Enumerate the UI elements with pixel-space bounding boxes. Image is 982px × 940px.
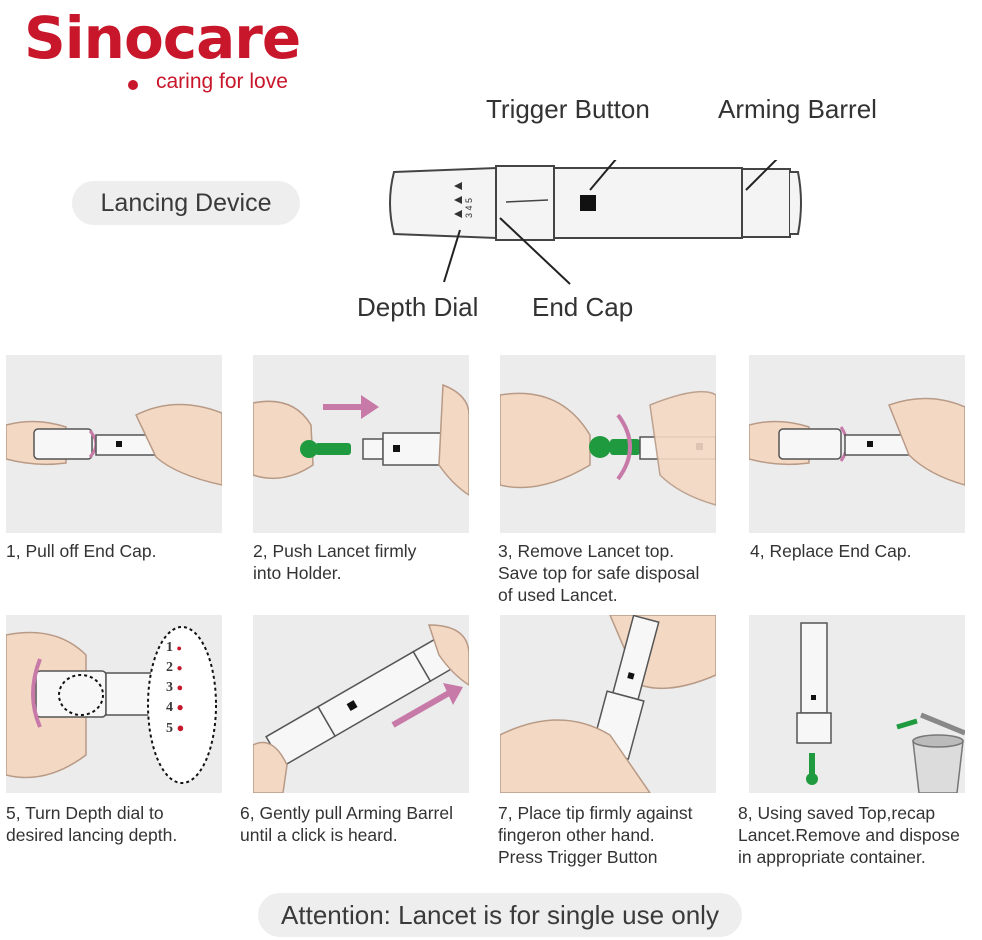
trigger-button-callout: Trigger Button (486, 94, 650, 124)
depth-levels-callout (147, 626, 217, 784)
step-7-caption: 7, Place tip firmly against fingeron oth… (498, 803, 693, 867)
depth-level: 2 ● (166, 660, 183, 675)
device-body-shape (317, 650, 432, 738)
device-barrel-tip (790, 171, 802, 235)
lancet-top-icon (589, 436, 611, 458)
left-hand (500, 392, 591, 489)
pull-arrow-icon (443, 683, 463, 705)
end-cap-callout: End Cap (532, 292, 634, 322)
right-hand (649, 390, 716, 506)
arming-barrel-callout: Arming Barrel (718, 94, 877, 124)
depth-levels-list: 1 ● 2 ● 3 ● 4 ● 5 ● (166, 640, 206, 740)
end-cap-shape (778, 428, 842, 460)
trash-bin-icon (912, 740, 964, 793)
depth-dial-marks (454, 182, 462, 218)
finger-hand (500, 719, 651, 793)
step-8-image (749, 615, 965, 793)
lancing-device-label: Lancing Device (72, 181, 300, 225)
depth-level: 3 ● (166, 680, 184, 695)
depth-level: 1 ● (166, 640, 182, 655)
step-3-image (500, 355, 716, 533)
right-hand (135, 403, 222, 486)
step-3-caption: 3, Remove Lancet top. Save top for safe … (498, 541, 700, 605)
trigger-button-icon (580, 195, 596, 211)
step-1-image (6, 355, 222, 533)
step-2-caption: 2, Push Lancet firmly into Holder. (253, 541, 417, 583)
left-hand (253, 741, 288, 793)
depth-dial-callout: Depth Dial (357, 292, 479, 322)
twist-arrow-icon (616, 413, 632, 481)
right-hand (888, 397, 965, 486)
lancet-icon (809, 753, 815, 777)
lancing-device-diagram: 3 4 5 (389, 160, 802, 285)
depth-level: 5 ● (166, 720, 185, 736)
push-arrow-icon (361, 395, 379, 419)
step-7-image (500, 615, 716, 793)
end-cap-shape (33, 428, 93, 460)
attention-banner: Attention: Lancet is for single use only (258, 893, 742, 937)
turn-arrow-icon (31, 658, 42, 728)
brand-name: Sinocare (24, 4, 301, 72)
dial-numbers: 3 4 5 (464, 198, 474, 218)
dial-shape (35, 670, 107, 718)
depth-level: 4 ● (166, 700, 184, 715)
brand-logo: Sinocare caring for love (24, 4, 334, 104)
step-5-caption: 5, Turn Depth dial to desired lancing de… (6, 803, 178, 845)
lancet-icon (610, 439, 640, 455)
device-end-cap-body (389, 166, 497, 240)
lancet-icon (315, 443, 351, 455)
step-1-caption: 1, Pull off End Cap. (6, 541, 157, 561)
step-4-image (749, 355, 965, 533)
right-hand (427, 624, 469, 686)
step-5-image: 1 ● 2 ● 3 ● 4 ● 5 ● (6, 615, 222, 793)
step-4-caption: 4, Replace End Cap. (750, 541, 912, 561)
right-hand (438, 383, 469, 496)
device-arming-barrel (741, 168, 791, 238)
step-6-caption: 6, Gently pull Arming Barrel until a cli… (240, 803, 454, 845)
left-hand (253, 400, 314, 480)
used-lancet-icon (896, 718, 918, 730)
trash-bin-lid (920, 712, 965, 736)
device-end-cap (495, 165, 555, 241)
brand-dot-icon (128, 80, 138, 90)
brand-tagline: caring for love (156, 70, 288, 93)
step-8-caption: 8, Using saved Top,recap Lancet.Remove a… (738, 803, 960, 867)
lancet-cap-icon (300, 440, 318, 458)
step-2-image (253, 355, 469, 533)
step-6-image (253, 615, 469, 793)
